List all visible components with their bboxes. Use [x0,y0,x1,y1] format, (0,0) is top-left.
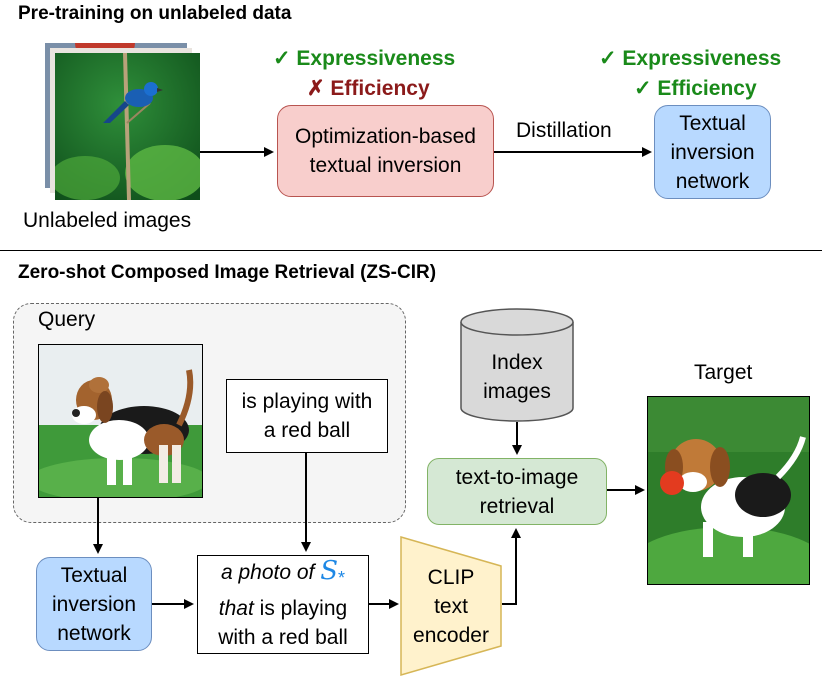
prompt-italic-b: that [218,596,254,620]
distillation-label: Distillation [516,119,612,142]
query-label: Query [38,308,96,331]
optim-line-1: Optimization-based [295,125,476,148]
optimization-inversion-box: Optimization-based textual inversion [277,105,494,197]
retrieval-line-2: retrieval [479,494,555,518]
net-top-line-2: inversion [670,140,755,164]
zscir-title: Zero-shot Composed Image Retrieval (ZS-C… [18,262,437,283]
query-dog-image [38,344,203,498]
index-images-cylinder [460,308,574,422]
text-to-image-retrieval-box: text-to-image retrieval [427,458,607,525]
arrow-clip-to-retrieval [502,528,521,605]
modification-text-box: is playing with a red ball [226,379,388,453]
expressiveness-check-left: ✓ Expressiveness [273,47,456,70]
net-top-line-1: Textual [679,111,746,135]
efficiency-check-right: ✓ Efficiency [634,77,757,100]
prompt-box: a photo of S* that is playing with a red… [197,555,369,654]
caption-line-2: a red ball [263,419,351,442]
pretraining-title: Pre-training on unlabeled data [18,3,292,24]
clip-encoder-shape [400,536,502,676]
unlabeled-images-label: Unlabeled images [23,209,192,232]
index-line-1: Index [491,351,543,374]
expressiveness-check-right: ✓ Expressiveness [599,47,782,70]
retrieval-line-1: text-to-image [455,465,579,489]
net-bot-line-1: Textual [60,563,128,587]
clip-encoder-label: CLIP text encoder [400,560,502,652]
prompt-rest-b: is playing [253,596,348,620]
prompt-italic-a: a photo of [220,561,315,585]
net-bot-line-2: inversion [51,592,137,616]
textual-inversion-network-bottom: Textual inversion network [36,557,152,651]
clip-line-1: CLIP [427,565,475,589]
caption-line-1: is playing with [241,390,373,413]
clip-line-2: text [434,594,468,618]
index-images-label: Index images [459,345,575,409]
pseudo-word-symbol: S [320,556,339,587]
optim-line-2: textual inversion [309,154,462,177]
net-top-line-3: network [675,169,750,193]
prompt-line-c: with a red ball [218,625,348,649]
net-bot-line-3: network [57,621,131,645]
section-divider [0,250,822,251]
textual-inversion-network-top: Textual inversion network [654,105,771,199]
clip-line-3: encoder [413,623,489,647]
target-dog-image [647,396,810,585]
efficiency-cross-left: ✗ Efficiency [307,77,430,100]
index-line-2: images [483,380,551,403]
target-label: Target [694,361,753,384]
bird-image [55,53,200,200]
pseudo-word-subscript: * [338,568,346,589]
